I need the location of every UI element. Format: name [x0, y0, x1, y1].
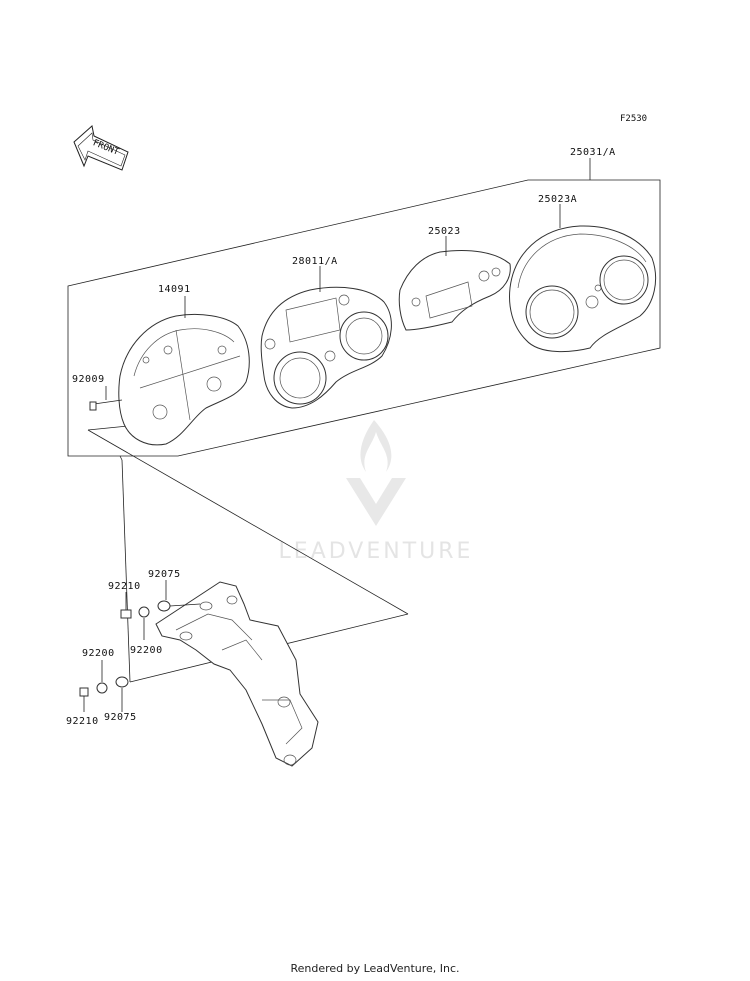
label-92210-bot: 92210: [66, 716, 99, 727]
figure-code: F2530: [620, 114, 647, 124]
label-14091: 14091: [158, 284, 191, 295]
front-arrow-icon: FRONT: [73, 125, 129, 171]
washer-92200-top: [138, 606, 150, 618]
label-92075-bot: 92075: [104, 712, 137, 723]
watermark-text: LEADVENTURE: [279, 539, 474, 564]
collar-92075-top: [157, 600, 171, 612]
nut-92210-top: [120, 609, 132, 619]
assembly-outline: [67, 158, 661, 683]
part-25023-lens: [398, 236, 511, 331]
label-92200-top: 92200: [130, 645, 163, 656]
collar-92075-bot: [115, 676, 129, 688]
hardware-set: [79, 580, 201, 712]
part-28011a-meter: [260, 266, 392, 409]
washer-92200-bot: [96, 682, 108, 694]
label-25023a: 25023A: [538, 194, 577, 205]
part-92009-screw: [89, 386, 123, 411]
footer-credit: Rendered by LeadVenture, Inc.: [290, 962, 460, 975]
label-28011a: 28011/A: [292, 256, 338, 267]
part-14091-case: [118, 296, 250, 446]
label-92200-bot: 92200: [82, 648, 115, 659]
nut-92210-bot: [79, 687, 89, 697]
label-92075-top: 92075: [148, 569, 181, 580]
label-92210-top: 92210: [108, 581, 141, 592]
label-92009: 92009: [72, 374, 105, 385]
part-bracket: [155, 581, 319, 767]
part-25023a-cover: [509, 204, 657, 353]
label-25031a: 25031/A: [570, 147, 616, 158]
label-25023: 25023: [428, 226, 461, 237]
watermark-logo: LEADVENTURE: [279, 420, 474, 564]
